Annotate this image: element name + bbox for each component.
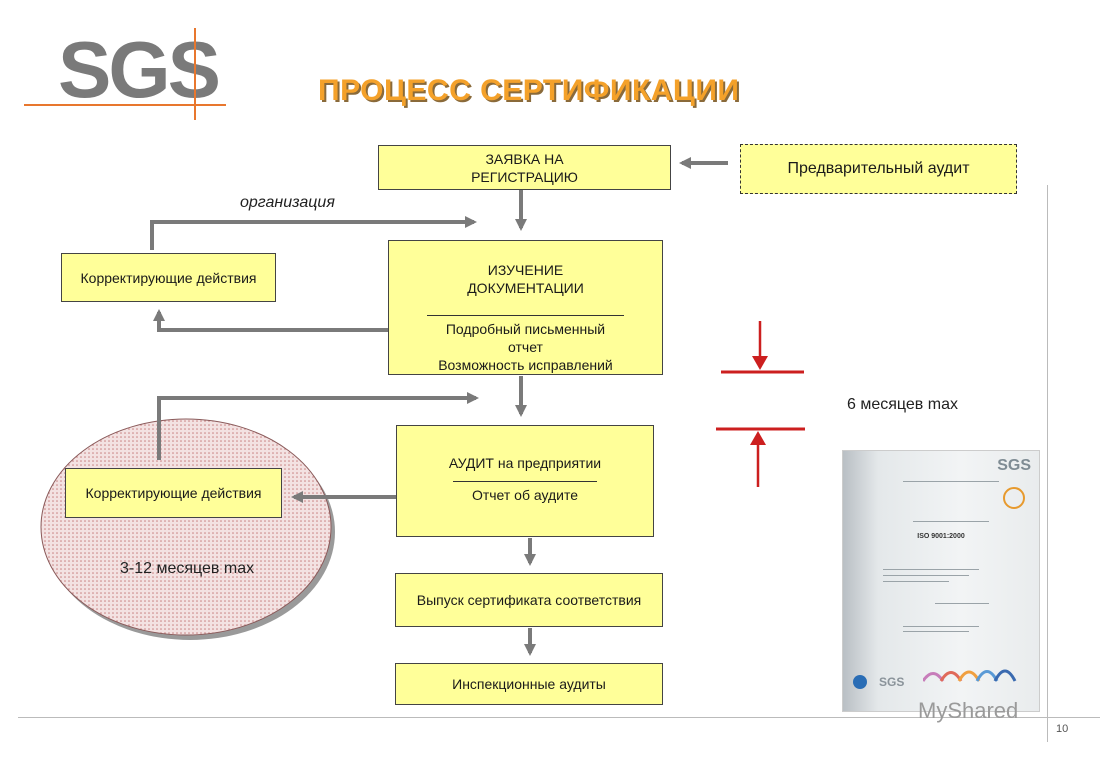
organization-label: организация — [240, 194, 335, 211]
docs-line2: ДОКУМЕНТАЦИИ — [467, 280, 584, 296]
certificate-issue-label: Выпуск сертификата соответствия — [416, 592, 642, 608]
docs-line4: отчет — [508, 339, 543, 355]
certificate-image: SGS ISO 9001:2000 SGS — [842, 450, 1040, 712]
certificate-issue-box: Выпуск сертификата соответствия — [395, 573, 663, 627]
audit-line1: АУДИТ на предприятии — [448, 455, 602, 471]
bottom-frame-line — [18, 717, 1100, 718]
preaudit-label: Предварительный аудит — [787, 160, 970, 177]
audit-line2: Отчет об аудите — [471, 487, 579, 503]
certificate-seal-icon — [1003, 487, 1025, 509]
red-marker-top-head — [752, 356, 768, 370]
sgs-logo: SGS — [58, 25, 221, 114]
cycle-ellipse — [40, 418, 332, 636]
arrow-docs-to-corrective1 — [153, 309, 388, 332]
preaudit-box: Предварительный аудит — [740, 144, 1017, 194]
application-box: ЗАЯВКА НА РЕГИСТРАЦИЮ — [378, 145, 671, 190]
corrective-actions-box-1: Корректирующие действия — [61, 253, 276, 302]
logo-accent-line-vertical — [194, 28, 196, 120]
certificate-text-line — [883, 569, 979, 570]
right-frame-line — [1047, 185, 1048, 742]
certificate-brand: SGS — [997, 457, 1031, 474]
documentation-box: ИЗУЧЕНИЕ ДОКУМЕНТАЦИИ Подробный письменн… — [388, 240, 663, 375]
logo-accent-line-horizontal — [24, 104, 226, 106]
docs-separator — [427, 315, 624, 316]
certificate-text-line — [903, 626, 979, 627]
three-twelve-months-label: 3-12 месяцев max — [120, 560, 255, 577]
certificate-text-line — [903, 481, 999, 482]
certificate-text-line — [903, 631, 969, 632]
certificate-text-line — [913, 521, 989, 522]
certificate-footer-brand: SGS — [879, 675, 905, 689]
certificate-text-line — [883, 581, 949, 582]
certificate-feather-graphic — [923, 669, 1017, 682]
audit-box: АУДИТ на предприятии Отчет об аудите — [396, 425, 654, 537]
application-line2: РЕГИСТРАЦИЮ — [471, 168, 578, 185]
page-number: 10 — [1056, 723, 1069, 735]
corrective2-label: Корректирующие действия — [85, 485, 262, 501]
certificate-text-line — [883, 575, 969, 576]
red-marker-bottom-head — [750, 431, 766, 445]
docs-line3: Подробный письменный — [445, 321, 606, 337]
docs-line1: ИЗУЧЕНИЕ — [487, 262, 564, 278]
docs-line5: Возможность исправлений — [438, 357, 613, 373]
six-months-label: 6 месяцев max — [847, 396, 958, 413]
corrective-actions-box-2: Корректирующие действия — [65, 468, 282, 518]
application-line1: ЗАЯВКА НА — [485, 150, 564, 167]
corrective1-label: Корректирующие действия — [80, 269, 257, 286]
certificate-signature-line — [935, 603, 989, 604]
arrow-corrective1-to-docs — [150, 216, 477, 250]
page-title: ПРОЦЕСС СЕРТИФИКАЦИИ — [318, 74, 740, 107]
inspection-audits-label: Инспекционные аудиты — [452, 676, 606, 692]
globe-icon — [853, 675, 867, 689]
inspection-audits-box: Инспекционные аудиты — [395, 663, 663, 705]
audit-separator — [453, 481, 597, 482]
certificate-standard: ISO 9001:2000 — [917, 533, 965, 540]
watermark: MyShared — [918, 698, 1019, 723]
arrow-corrective2-to-audit — [157, 392, 479, 460]
